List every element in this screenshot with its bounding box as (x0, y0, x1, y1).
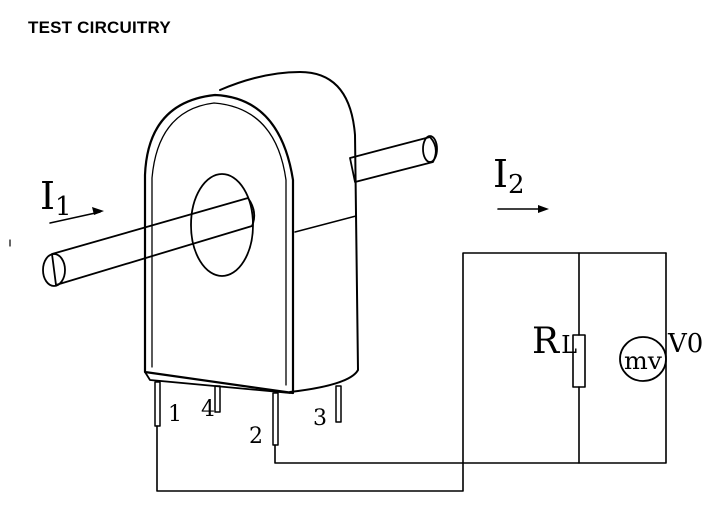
conductor-bar-end-cap (422, 135, 438, 163)
i2-main: I (493, 152, 508, 196)
pin-1 (154, 381, 161, 427)
i1-arrow-line (49, 211, 101, 224)
pin-3-label: 3 (313, 406, 327, 431)
sensor-front-inner-edge (151, 102, 287, 386)
meter-label: mv (624, 347, 662, 375)
i2-arrow-head (538, 205, 549, 213)
sensor-front-face (143, 93, 295, 395)
output-voltage-label: V0 (667, 329, 703, 359)
rl-main: R (532, 321, 560, 362)
pin-1-label: 1 (168, 402, 182, 427)
sensor-body-side (219, 71, 359, 393)
resistor-rl-label: RL (532, 321, 577, 362)
rl-subscript: L (561, 331, 577, 359)
conductor-bar-front (51, 197, 256, 286)
pin-4-label: 4 (201, 397, 215, 422)
sensor-body-top-edge (294, 215, 357, 233)
i1-arrow-head (92, 207, 104, 215)
current-i2-label: I2 (493, 152, 525, 200)
millivolt-meter (619, 336, 667, 382)
conductor-bar-front-cap (42, 253, 66, 287)
i2-subscript: 2 (508, 170, 525, 200)
wire-pin1-loop (156, 252, 667, 492)
wire-pin2-return (274, 252, 667, 464)
pin-4 (214, 385, 221, 413)
i1-main: I (40, 174, 55, 218)
current-i1-label: I1 (40, 174, 72, 222)
pin-3 (335, 385, 342, 423)
pin-2-label: 2 (249, 424, 263, 449)
sensor-base (144, 371, 291, 394)
i1-subscript: 1 (55, 192, 72, 222)
page-title: TEST CIRCUITRY (28, 18, 171, 37)
sensor-aperture (190, 173, 254, 277)
pin-2 (272, 392, 279, 446)
conductor-bar-back (349, 136, 437, 183)
